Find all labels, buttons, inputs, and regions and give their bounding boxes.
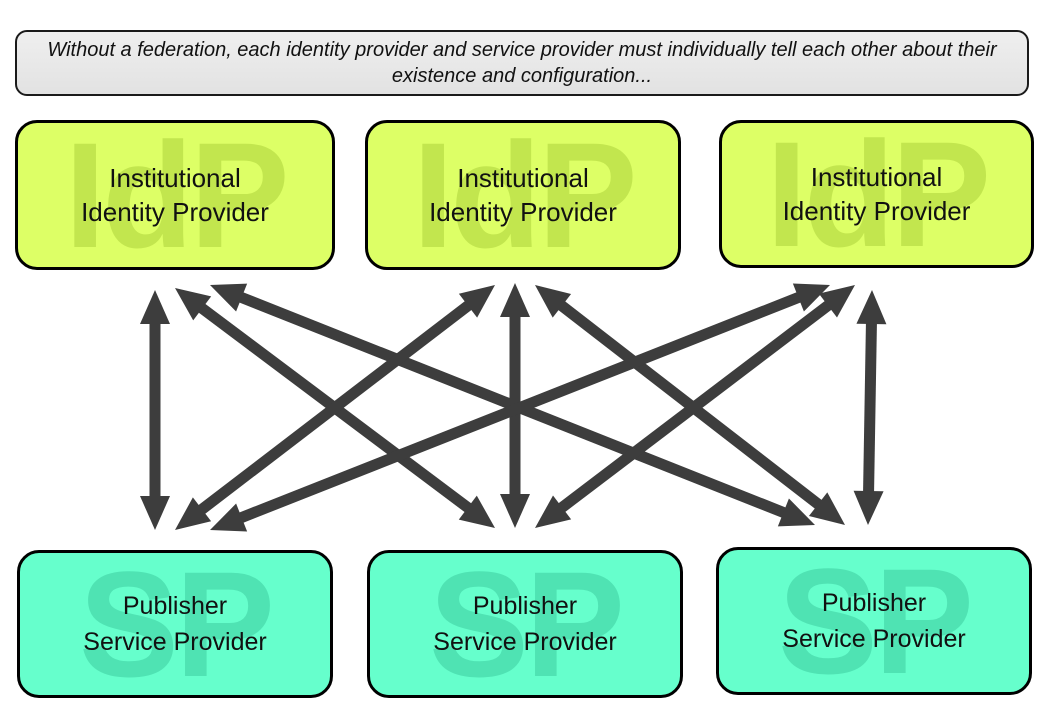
sp-label-line1: Publisher (472, 592, 578, 620)
caption-text: Without a federation, each identity prov… (47, 39, 997, 87)
identity-provider-node-2: IdP Institutional Identity Provider (365, 120, 681, 270)
connection-arrow-idp-2-sp-1 (175, 285, 495, 530)
idp-label-line1: Institutional (109, 163, 241, 193)
connection-arrow-idp-1-sp-1 (140, 290, 170, 530)
sp-label-line2: Service Provider (782, 625, 966, 653)
connection-arrow-idp-3-sp-2 (535, 285, 855, 528)
idp-label: Institutional Identity Provider (783, 160, 971, 228)
idp-label-line2: Identity Provider (429, 197, 617, 227)
sp-label: Publisher Service Provider (83, 588, 266, 660)
identity-provider-node-3: IdP Institutional Identity Provider (719, 120, 1034, 268)
idp-label-line2: Identity Provider (81, 197, 269, 227)
idp-label-line1: Institutional (457, 163, 589, 193)
idp-label-line2: Identity Provider (782, 196, 971, 226)
service-provider-node-2: SP Publisher Service Provider (367, 550, 683, 698)
idp-label-line1: Institutional (810, 162, 943, 192)
idp-label: Institutional Identity Provider (429, 161, 617, 229)
sp-label-line1: Publisher (122, 592, 228, 620)
service-provider-node-3: SP Publisher Service Provider (716, 547, 1032, 695)
sp-label-line1: Publisher (821, 589, 927, 617)
sp-label-line2: Service Provider (83, 628, 267, 656)
service-provider-node-1: SP Publisher Service Provider (17, 550, 333, 698)
connection-arrow-idp-3-sp-1 (210, 283, 830, 532)
arrow-group (140, 283, 887, 532)
sp-label: Publisher Service Provider (433, 588, 616, 660)
connection-arrow-idp-3-sp-3 (853, 290, 887, 525)
identity-provider-node-1: IdP Institutional Identity Provider (15, 120, 335, 270)
sp-label: Publisher Service Provider (782, 585, 965, 657)
sp-label-line2: Service Provider (433, 628, 617, 656)
idp-label: Institutional Identity Provider (81, 161, 269, 229)
caption-box: Without a federation, each identity prov… (15, 30, 1029, 96)
